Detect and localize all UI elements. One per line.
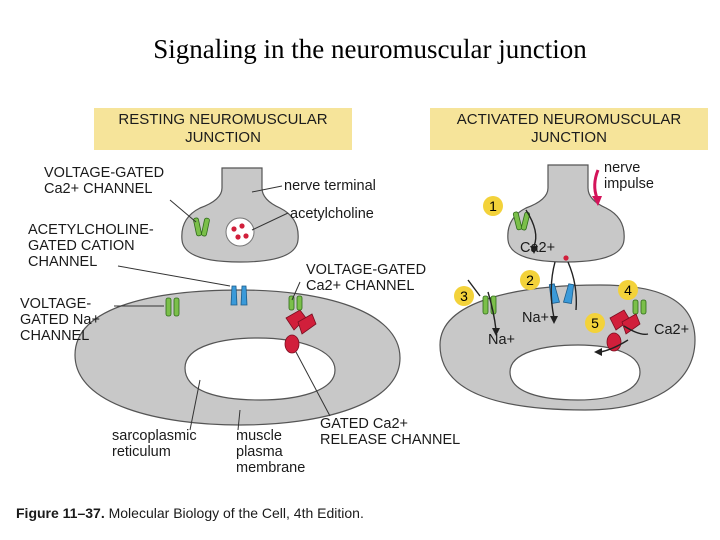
right-voltage-ca-channel-icon: [512, 211, 531, 231]
step-3-marker: 3: [454, 286, 474, 306]
label-na-ion-1: Na+: [522, 310, 550, 326]
label-voltage-na-channel: VOLTAGE-GATED Na+CHANNEL: [20, 296, 100, 344]
label-voltage-na-line2: GATED Na+: [20, 312, 100, 328]
step-3-label: 3: [460, 288, 468, 304]
right-muscle-ca-channel-icon: [632, 299, 647, 315]
caption-figure-number: Figure 11–37.: [16, 505, 105, 521]
label-ca-ion-top: Ca2+: [520, 240, 556, 256]
right-muscle-cell: [439, 284, 696, 411]
figure-caption: Figure 11–37. Molecular Biology of the C…: [16, 505, 364, 521]
arrowhead-icon: [492, 328, 500, 336]
resting-header: RESTING NEUROMUSCULAR JUNCTION: [94, 108, 352, 150]
activated-header-line1: ACTIVATED NEUROMUSCULAR: [456, 111, 682, 128]
released-ach-dot: [563, 255, 569, 261]
left-voltage-na-channel-icon: [165, 297, 180, 317]
step-2-marker: 2: [520, 270, 540, 290]
label-muscle-line3: membrane: [236, 460, 306, 476]
arrowhead-icon: [550, 316, 558, 324]
step-5-label: 5: [591, 315, 599, 331]
step-5-marker: 5: [585, 313, 605, 333]
label-muscle-line2: plasma: [236, 444, 283, 460]
page-title: Signaling in the neuromuscular junction: [153, 34, 587, 64]
activated-header: ACTIVATED NEUROMUSCULAR JUNCTION: [430, 108, 708, 150]
step-1-marker: 1: [483, 196, 503, 216]
label-ca-ion-right: Ca2+: [654, 322, 690, 338]
left-leader-lines: [114, 185, 331, 431]
label-na-ion-2: Na+: [488, 332, 516, 348]
left-nerve-terminal: [181, 167, 299, 263]
label-gated-release-line2: RELEASE CHANNEL: [320, 432, 461, 448]
label-muscle-line1: muscle: [236, 428, 282, 444]
right-release-channel-icon: [606, 309, 641, 352]
ach-dot: [243, 233, 249, 239]
arrowhead-icon: [594, 348, 602, 356]
label-voltage-na-line1: VOLTAGE-: [20, 296, 92, 312]
label-voltage-ca2-line1: VOLTAGE-GATED: [306, 262, 427, 278]
label-voltage-ca-line1: VOLTAGE-GATED: [44, 165, 165, 181]
label-gated-release-channel: GATED Ca2+RELEASE CHANNEL: [320, 416, 460, 448]
ach-dot: [235, 234, 241, 240]
label-acetylcholine: acetylcholine: [290, 206, 374, 222]
right-voltage-na-channel-icon: [482, 295, 497, 315]
ach-dot: [239, 223, 245, 229]
left-muscle-cell: [74, 289, 401, 426]
label-ach-line2: GATED CATION: [28, 238, 135, 254]
right-nerve-terminal: [507, 164, 625, 263]
caption-text: Molecular Biology of the Cell, 4th Editi…: [108, 505, 364, 521]
left-ach-channel-icon: [230, 285, 248, 306]
step-1-label: 1: [489, 198, 497, 214]
label-voltage-ca2-line2: Ca2+ CHANNEL: [306, 278, 415, 294]
left-release-channel-icon: [284, 309, 317, 354]
arrowhead-icon: [530, 246, 538, 254]
na-flow-arrow: [467, 279, 481, 297]
ach-dot: [231, 226, 237, 232]
label-ach-line3: CHANNEL: [28, 254, 98, 270]
ion-flow-arrows: [487, 209, 649, 353]
label-voltage-na-line3: CHANNEL: [20, 328, 90, 344]
label-voltage-ca-line2: Ca2+ CHANNEL: [44, 181, 153, 197]
step-2-label: 2: [526, 272, 534, 288]
label-ach-line1: ACETYLCHOLINE-: [28, 222, 154, 238]
label-sarcoplasmic-line2: reticulum: [112, 444, 171, 460]
label-nerve-line2: impulse: [604, 176, 654, 192]
resting-header-line2: JUNCTION: [185, 129, 261, 146]
label-gated-release-line1: GATED Ca2+: [320, 416, 408, 432]
left-synaptic-vesicle: [225, 217, 255, 247]
nerve-impulse-arrow-icon: [593, 169, 600, 199]
step-4-marker: 4: [618, 280, 638, 300]
label-sarcoplasmic-line1: sarcoplasmic: [112, 428, 197, 444]
activated-header-line2: JUNCTION: [531, 129, 607, 146]
label-nerve-terminal: nerve terminal: [284, 178, 376, 194]
left-voltage-ca-channel-icon: [193, 217, 210, 237]
step-4-label: 4: [624, 282, 632, 298]
label-nerve-line1: nerve: [604, 160, 641, 176]
resting-header-line1: RESTING NEUROMUSCULAR: [118, 111, 328, 128]
